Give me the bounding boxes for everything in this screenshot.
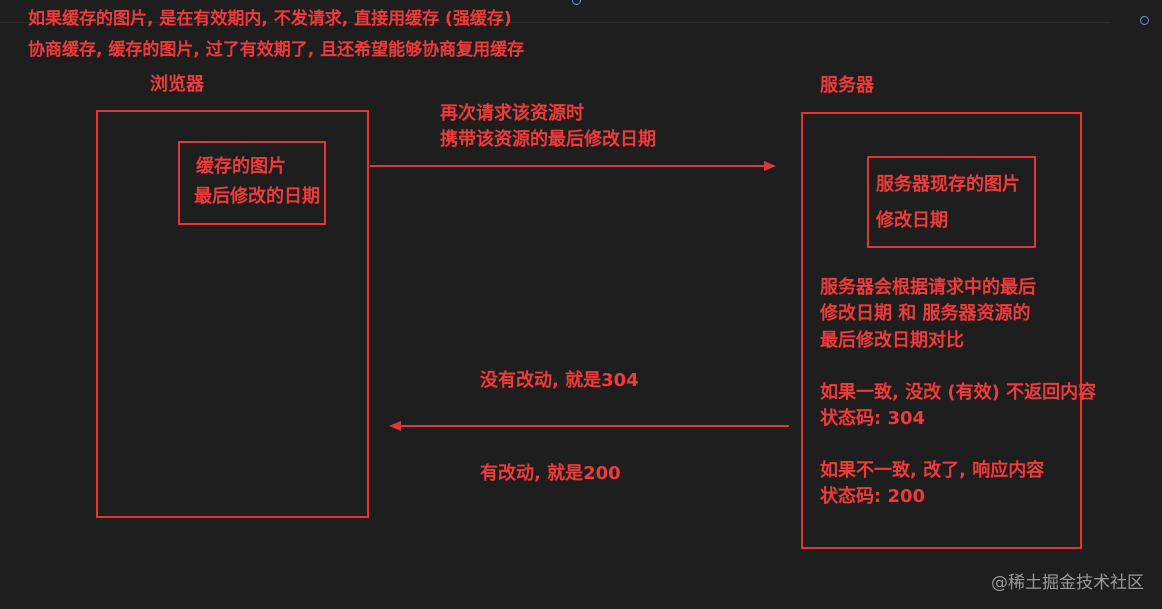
server-diff-line2: 状态码: 200: [820, 486, 926, 507]
server-current-line2: 修改日期: [876, 210, 948, 231]
watermark: @稀土掘金技术社区: [991, 573, 1144, 593]
server-same-line2: 状态码: 304: [820, 408, 926, 429]
server-diff-line1: 如果不一致, 改了, 响应内容: [820, 460, 1045, 481]
server-compare-line2: 修改日期 和 服务器资源的: [820, 303, 1031, 324]
browser-box: [96, 110, 369, 518]
selection-handle-top[interactable]: [572, 0, 581, 5]
browser-cache-line2: 最后修改的日期: [194, 186, 320, 207]
top-divider: [0, 22, 1110, 23]
response-unchanged-text: 没有改动, 就是304: [480, 370, 639, 391]
server-current-box: [867, 156, 1036, 248]
note-strong-cache: 如果缓存的图片, 是在有效期内, 不发请求, 直接用缓存 (强缓存): [28, 9, 512, 29]
browser-label: 浏览器: [150, 74, 204, 95]
request-text-line2: 携带该资源的最后修改日期: [440, 129, 656, 150]
note-negotiated-cache: 协商缓存, 缓存的图片, 过了有效期了, 且还希望能够协商复用缓存: [28, 40, 525, 60]
browser-cache-line1: 缓存的图片: [196, 156, 286, 177]
selection-handle-right[interactable]: [1140, 16, 1149, 25]
server-same-line1: 如果一致, 没改 (有效) 不返回内容: [820, 382, 1097, 403]
server-box: [801, 112, 1082, 549]
browser-cache-box: [178, 141, 326, 225]
request-text-line1: 再次请求该资源时: [440, 103, 584, 124]
server-label: 服务器: [820, 75, 874, 96]
server-compare-line1: 服务器会根据请求中的最后: [820, 277, 1036, 298]
server-compare-line3: 最后修改日期对比: [820, 330, 964, 351]
server-current-line1: 服务器现存的图片: [876, 174, 1020, 195]
response-arrow: [389, 421, 789, 431]
response-changed-text: 有改动, 就是200: [480, 463, 621, 484]
request-arrow: [370, 161, 776, 171]
